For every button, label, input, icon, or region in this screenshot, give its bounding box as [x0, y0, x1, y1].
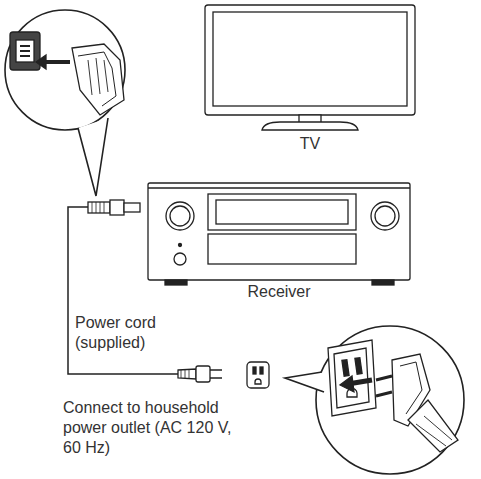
- power-cord: [68, 200, 222, 382]
- plug-callout: [285, 326, 464, 474]
- note-label: Power cord (supplied): [75, 313, 187, 353]
- device-label: Receiver: [145, 282, 413, 301]
- outlet-icon: [247, 362, 269, 388]
- receiver-drawing: [148, 183, 410, 285]
- tv-drawing: [205, 5, 415, 130]
- device-node: TV: [200, 0, 420, 156]
- inlet-callout: [5, 10, 125, 196]
- device-label: TV: [200, 134, 420, 153]
- device-node: Receiver: [145, 180, 413, 304]
- note-label: Connect to household power outlet (AC 12…: [63, 398, 235, 458]
